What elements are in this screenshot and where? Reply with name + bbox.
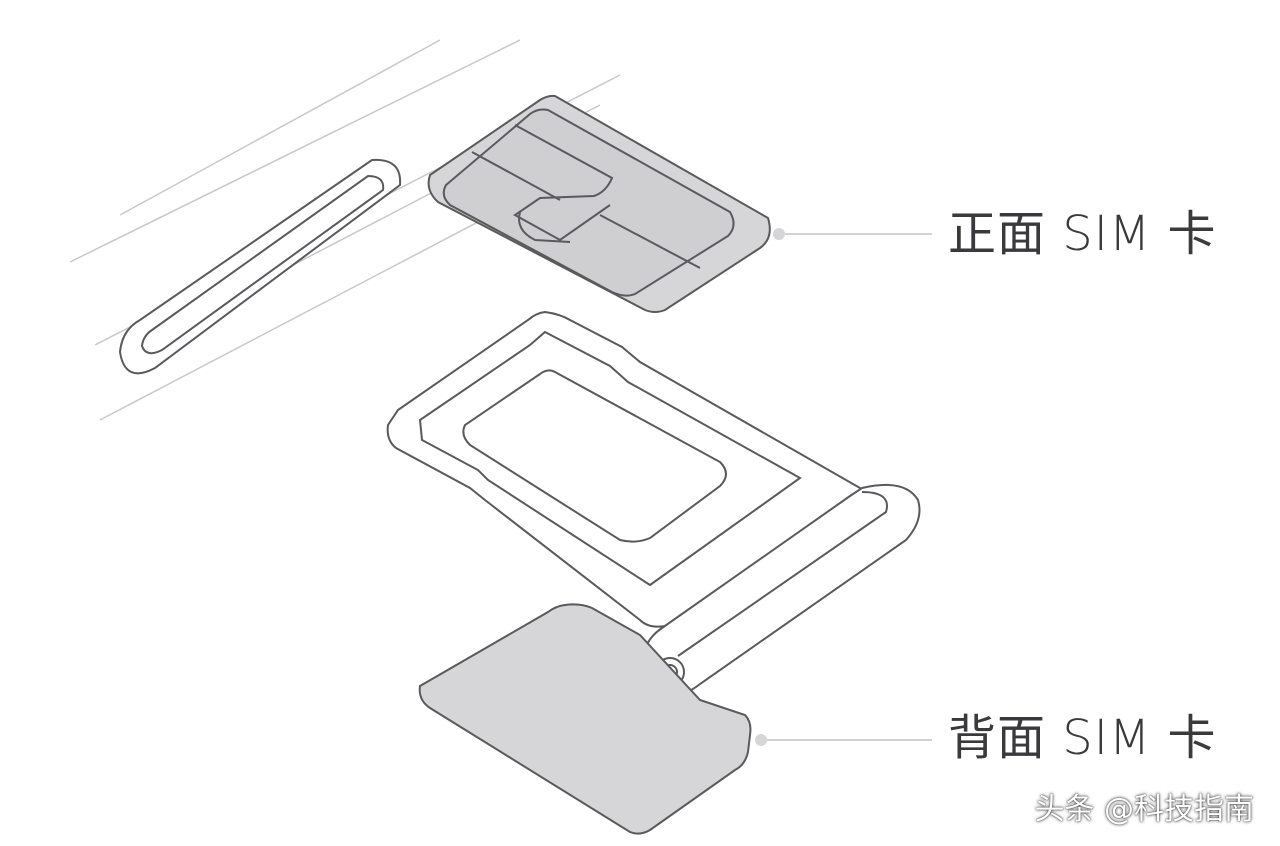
back-sim-label: 背面 SIM 卡 [948,710,1217,766]
front-sim-label: 正面 SIM 卡 [948,206,1217,262]
front-sim-card [427,94,771,313]
sim-tray [386,310,921,698]
front-callout [773,228,932,240]
sim-chip-contacts [471,124,701,269]
phone-sim-slot [118,158,402,375]
back-callout [755,734,932,746]
back-sim-card [418,603,752,835]
watermark-text: 头条 @科技指南 [1034,792,1254,827]
